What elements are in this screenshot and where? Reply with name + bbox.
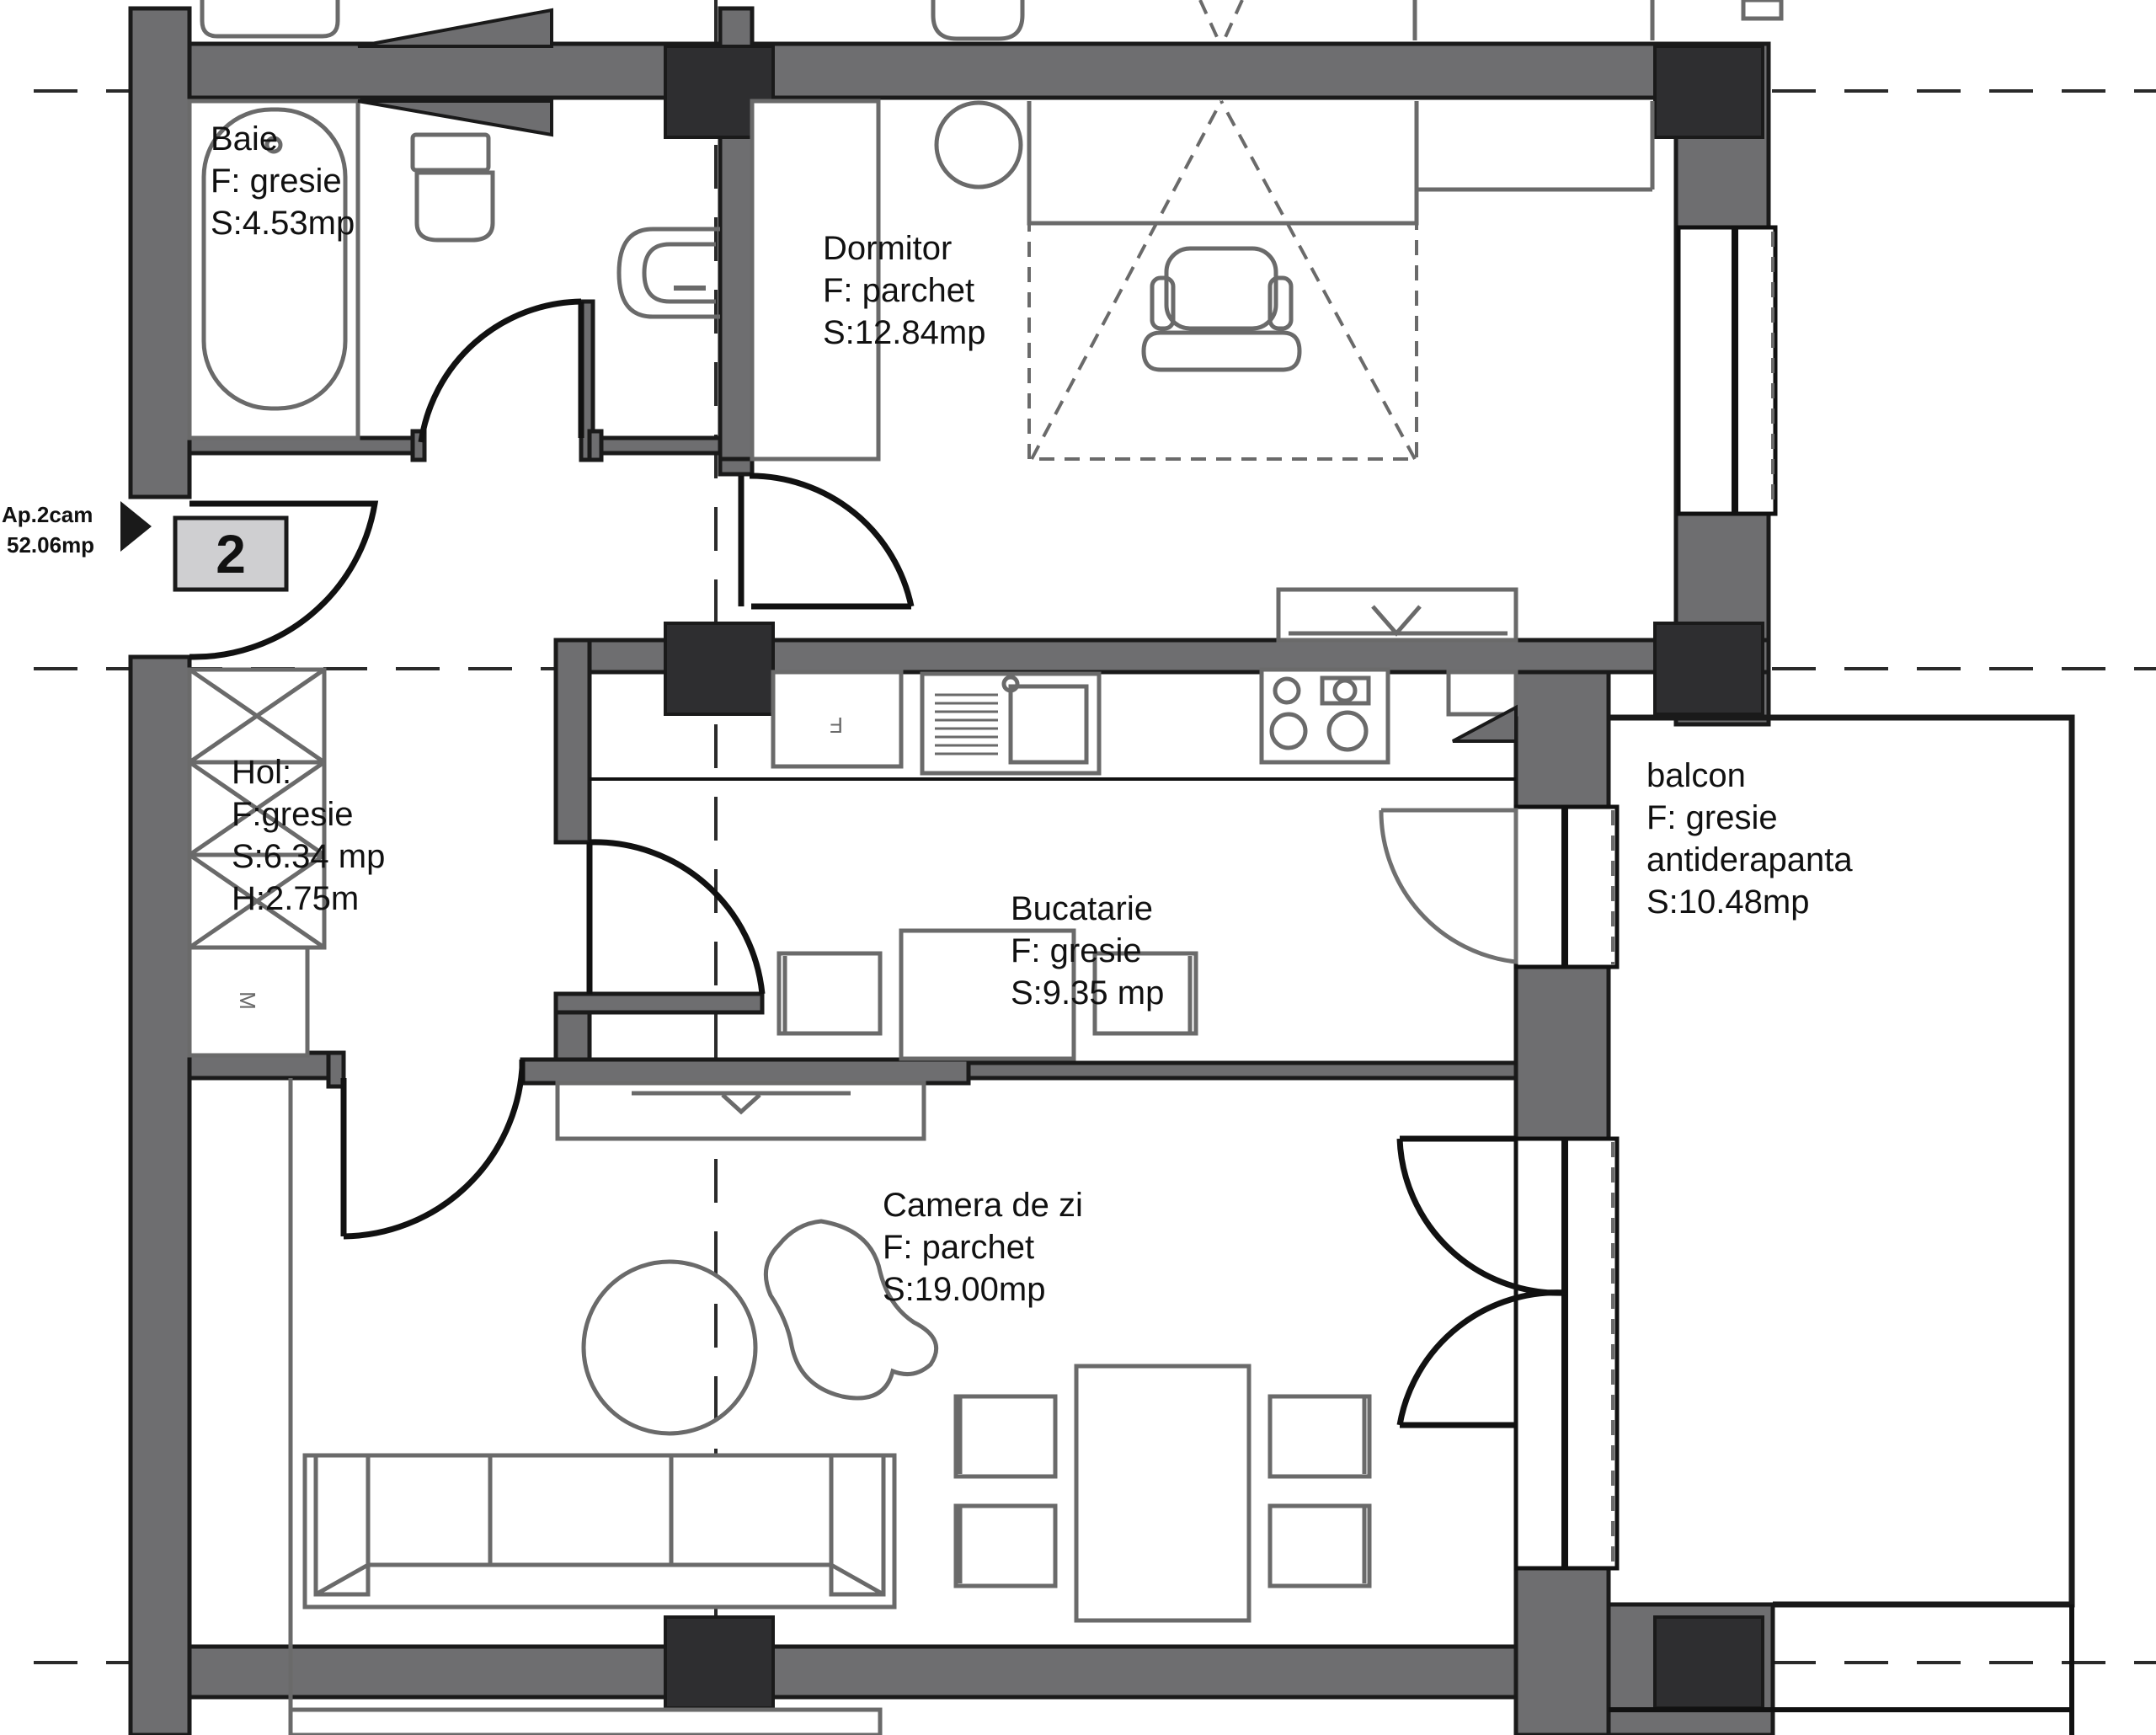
room-label-hol: Hol: F:gresie S:6.34 mp H:2.75m: [232, 754, 385, 917]
bathroom-fixtures: [187, 8, 720, 440]
room-label-balcon: balcon F: gresie antiderapanta S:10.48mp: [1646, 757, 1853, 921]
apartment-type: Ap.2cam: [2, 502, 93, 527]
camera-area: S:19.00mp: [883, 1271, 1045, 1308]
bucatarie-area: S:9.35 mp: [1011, 974, 1164, 1012]
kitchen-fixtures: F: [555, 587, 1518, 1141]
balcon-finish-2: antiderapanta: [1646, 841, 1853, 878]
balcony: [1609, 714, 2075, 1735]
fridge-label: F: [830, 713, 843, 738]
hol-area: S:6.34 mp: [232, 838, 385, 875]
baie-name: Baie: [211, 120, 278, 157]
camera-name: Camera de zi: [883, 1187, 1083, 1224]
balcon-name: balcon: [1646, 757, 1746, 794]
baie-area: S:4.53mp: [211, 205, 355, 242]
living-furniture: [288, 1219, 1372, 1735]
dormitor-name: Dormitor: [823, 230, 952, 267]
dormitor-finish: F: parchet: [823, 272, 974, 309]
balcon-area: S:10.48mp: [1646, 884, 1809, 921]
windows: [1513, 225, 1778, 1571]
baie-finish: F: gresie: [211, 163, 342, 200]
dormitor-area: S:12.84mp: [823, 314, 985, 351]
bucatarie-name: Bucatarie: [1011, 890, 1153, 927]
apartment-tag: Ap.2cam 52.06mp 2: [2, 501, 289, 592]
room-label-camera: Camera de zi F: parchet S:19.00mp: [883, 1187, 1083, 1308]
apartment-area: 52.06mp: [7, 532, 94, 558]
hall-wardrobe: M: [187, 667, 327, 1735]
room-label-bucatarie: Bucatarie F: gresie S:9.35 mp: [1011, 890, 1164, 1012]
balcon-finish: F: gresie: [1646, 799, 1778, 836]
doors: [189, 298, 1567, 1428]
columns: [664, 45, 1764, 1710]
camera-finish: F: parchet: [883, 1229, 1034, 1266]
room-label-dormitor: Dormitor F: parchet S:12.84mp: [823, 230, 985, 351]
washer-label: M: [235, 991, 260, 1010]
bedroom-furniture: [750, 99, 1655, 462]
hol-finish: F:gresie: [232, 796, 354, 833]
apartment-number: 2: [216, 524, 246, 585]
bucatarie-finish: F: gresie: [1011, 932, 1142, 969]
upper-floor-fixtures: [200, 0, 1784, 47]
hol-name: Hol:: [232, 754, 291, 791]
grid-axes: [34, 0, 2156, 1735]
room-label-baie: Baie F: gresie S:4.53mp: [211, 120, 355, 242]
hol-height: H:2.75m: [232, 880, 359, 917]
